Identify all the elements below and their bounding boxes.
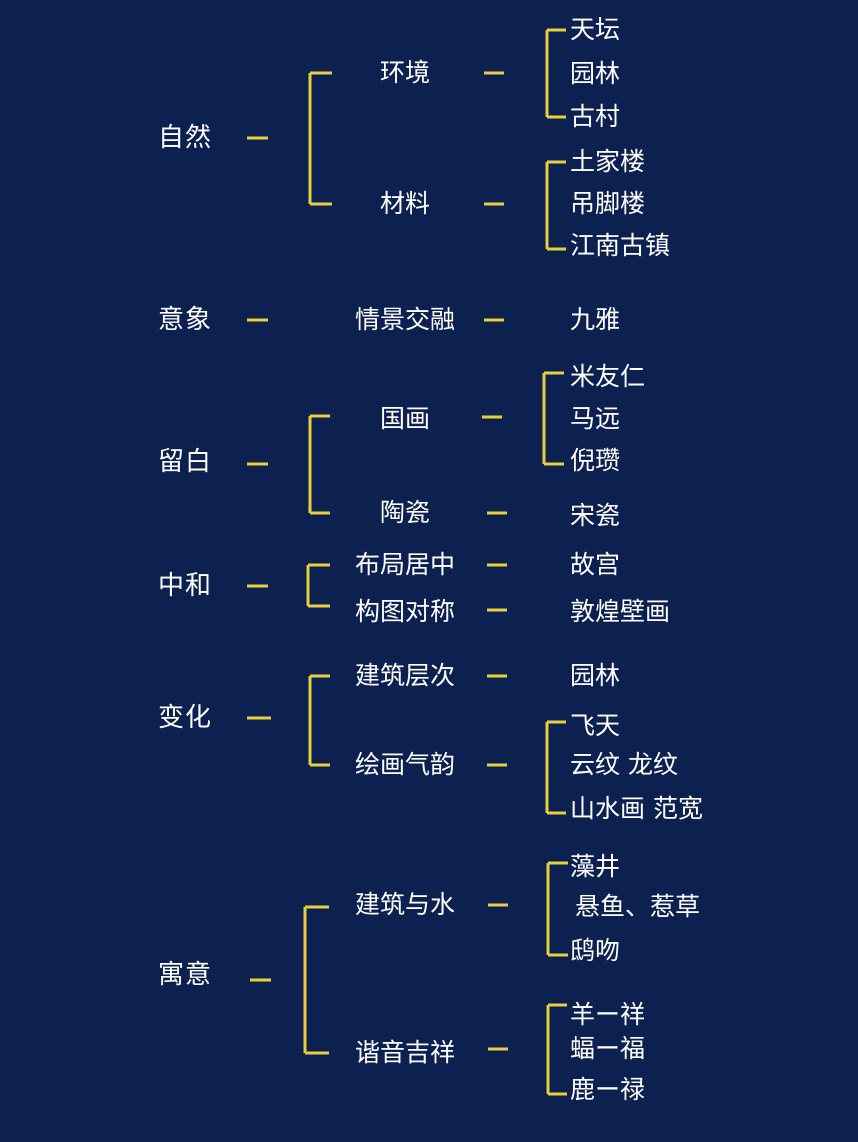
node-huihuaqiyun: 绘画气韵 [354, 750, 455, 779]
node-ziran: 自然 [158, 123, 213, 153]
node-jianzhuyushui: 建筑与水 [354, 890, 455, 919]
node-qingjingjiaorong: 情景交融 [354, 305, 455, 334]
node-xieyinjixiang: 谐音吉祥 [354, 1038, 455, 1067]
leaf-tiantan: 天坛 [570, 15, 621, 44]
leaf-diaojiaolou: 吊脚楼 [570, 189, 646, 218]
node-huanjing: 环境 [379, 58, 430, 87]
node-jianzhucengci: 建筑层次 [354, 661, 455, 690]
node-yuyi: 寓意 [158, 960, 213, 990]
leaf-jiuya: 九雅 [570, 305, 621, 334]
node-cailiao: 材料 [379, 189, 430, 218]
leaf-dunhuangbihua: 敦煌壁画 [570, 597, 671, 626]
leaf-chiwen: 鸱吻 [570, 936, 621, 965]
leaf-gucun: 古村 [570, 102, 621, 131]
node-bianhua: 变化 [158, 703, 213, 733]
leaf-zaojing: 藻井 [570, 852, 621, 881]
node-goutuduicheng: 构图对称 [354, 597, 455, 626]
node-taoci: 陶瓷 [379, 498, 430, 527]
leaf-gugong: 故宫 [570, 550, 621, 579]
leaf-mayuan: 马远 [570, 404, 621, 433]
node-yixiang: 意象 [158, 305, 213, 335]
leaf-miyouren: 米友仁 [570, 362, 646, 391]
leaf-jiangnanguzhen: 江南古镇 [570, 231, 671, 260]
leaf-lu-lu: 鹿ー禄 [570, 1075, 646, 1104]
node-bujujuzhong: 布局居中 [354, 550, 455, 579]
node-zhonghe: 中和 [158, 571, 213, 601]
leaf-feitian: 飞天 [570, 711, 621, 740]
leaf-fu-fu: 蝠ー福 [570, 1034, 646, 1063]
leaf-yuanlin: 园林 [570, 59, 621, 88]
node-liubai: 留白 [158, 447, 213, 477]
node-guohua: 国画 [379, 404, 430, 433]
leaf-yang-xiang: 羊ー祥 [570, 1000, 646, 1029]
leaf-songci: 宋瓷 [570, 501, 621, 530]
leaf-xuanyu-recao: 悬鱼、惹草 [575, 892, 701, 921]
leaf-nizan: 倪瓒 [570, 446, 621, 475]
leaf-shanshuihua-fankuan: 山水画 范宽 [570, 794, 703, 823]
leaf-yunwen-longwen: 云纹 龙纹 [570, 750, 678, 779]
leaf-yuanlin-2: 园林 [570, 661, 621, 690]
leaf-tujialou: 土家楼 [570, 147, 646, 176]
